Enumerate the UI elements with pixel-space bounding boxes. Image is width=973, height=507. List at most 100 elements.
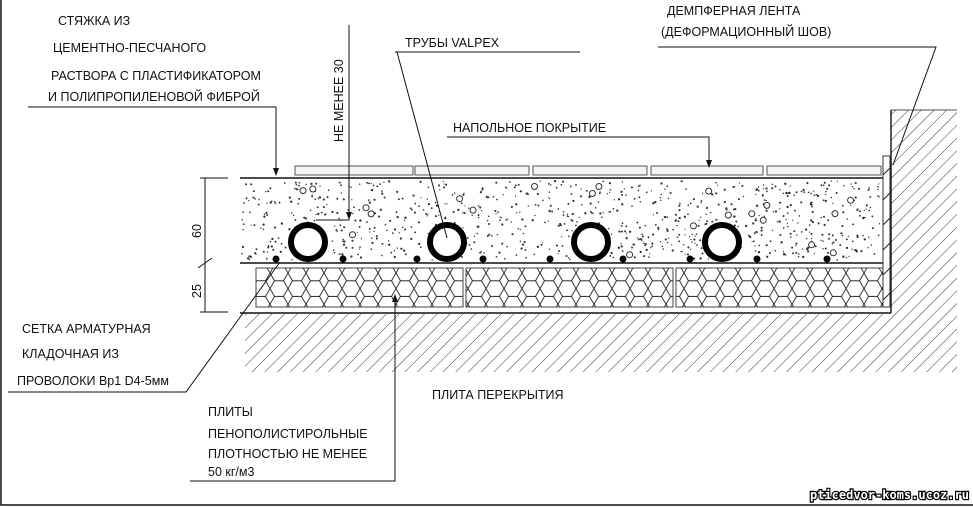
- aggregate-dot: [310, 182, 313, 186]
- aggregate-dot: [815, 193, 818, 196]
- aggregate-dot: [651, 242, 654, 245]
- aggregate-dot: [265, 191, 267, 193]
- aggregate-dot: [262, 223, 265, 226]
- aggregate-dot: [710, 211, 712, 214]
- aggregate-dot: [525, 192, 528, 195]
- aggregate-dot: [366, 221, 368, 224]
- aggregate-dot: [379, 208, 382, 211]
- aggregate-dot: [689, 202, 692, 205]
- aggregate-dot: [327, 189, 330, 192]
- aggregate-dot: [666, 216, 669, 219]
- aggregate-dot: [598, 192, 601, 195]
- aggregate-dot: [641, 240, 643, 242]
- aggregate-dot: [542, 199, 544, 202]
- aggregate-dot: [766, 255, 769, 258]
- aggregate-dot: [705, 213, 707, 216]
- aggregate-dot: [648, 253, 651, 255]
- aggregate-dot: [597, 201, 600, 203]
- aggregate-dot: [317, 212, 320, 216]
- aggregate-dot: [242, 211, 245, 214]
- aggregate-dot: [503, 258, 506, 260]
- aggregate-dot: [257, 203, 260, 206]
- aggregate-dot: [660, 199, 662, 202]
- aggregate-dot: [613, 199, 615, 201]
- aggregate-dot: [630, 186, 633, 189]
- aggregate-dot: [863, 238, 866, 241]
- aggregate-dot: [500, 216, 503, 219]
- aggregate-dot: [825, 190, 827, 193]
- aggregate-dot: [766, 190, 768, 193]
- aggregate-dot: [403, 219, 406, 221]
- aggregate-dot: [664, 188, 666, 190]
- aggregate-dot: [796, 234, 798, 236]
- aggregate-dot: [495, 181, 498, 184]
- aggregate-dot: [313, 219, 316, 222]
- aggregate-dot: [832, 202, 834, 205]
- aggregate-dot: [519, 211, 521, 213]
- aggregate-dot: [760, 229, 763, 232]
- aggregate-dot: [694, 235, 696, 237]
- aggregate-dot: [856, 234, 859, 237]
- watermark: pticedvor-koms.ucoz.ru: [810, 488, 969, 502]
- aggregate-dot: [567, 202, 570, 205]
- aggregate-dot: [771, 187, 774, 190]
- aggregate-dot: [834, 238, 837, 242]
- aggregate-dot: [317, 197, 320, 200]
- aggregate-dot: [561, 245, 564, 247]
- aggregate-dot: [519, 228, 521, 231]
- aggregate-dot: [687, 246, 690, 249]
- aggregate-pebble: [748, 210, 756, 218]
- aggregate-dot: [444, 217, 447, 220]
- aggregate-dot: [414, 202, 417, 205]
- aggregate-dot: [644, 243, 647, 245]
- aggregate-dot: [689, 236, 691, 238]
- aggregate-dot: [854, 249, 857, 252]
- aggregate-dot: [845, 246, 849, 250]
- aggregate-dot: [576, 221, 578, 223]
- aggregate-dot: [519, 240, 522, 243]
- aggregate-dot: [404, 228, 407, 231]
- aggregate-dot: [774, 249, 776, 252]
- aggregate-dot: [827, 219, 830, 222]
- aggregate-dot: [869, 206, 872, 209]
- aggregate-dot: [404, 253, 407, 256]
- aggregate-dot: [494, 209, 497, 212]
- aggregate-dot: [375, 235, 378, 237]
- aggregate-dot: [617, 198, 621, 201]
- aggregate-dot: [426, 198, 428, 200]
- aggregate-dot: [393, 228, 397, 231]
- aggregate-dot: [602, 180, 605, 183]
- aggregate-dot: [685, 188, 687, 190]
- svg-text:СЕТКА АРМАТУРНАЯ: СЕТКА АРМАТУРНАЯ: [22, 322, 151, 336]
- aggregate-dot: [248, 258, 251, 261]
- concrete-slab: [240, 109, 957, 372]
- aggregate-dot: [258, 198, 260, 201]
- aggregate-dot: [678, 240, 681, 243]
- aggregate-dot: [506, 218, 509, 221]
- aggregate-dot: [684, 234, 686, 236]
- aggregate-dot: [610, 251, 613, 255]
- aggregate-dot: [878, 223, 881, 225]
- aggregate-dot: [445, 183, 448, 186]
- aggregate-dot: [851, 240, 854, 243]
- aggregate-dot: [288, 196, 291, 199]
- aggregate-dot: [621, 222, 624, 225]
- aggregate-dot: [738, 182, 741, 184]
- svg-text:ПЛОТНОСТЬЮ НЕ МЕНЕЕ: ПЛОТНОСТЬЮ НЕ МЕНЕЕ: [208, 447, 367, 461]
- aggregate-dot: [620, 225, 623, 227]
- aggregate-dot: [245, 197, 248, 200]
- aggregate-dot: [263, 215, 266, 218]
- aggregate-dot: [402, 249, 406, 252]
- aggregate-dot: [732, 186, 734, 188]
- aggregate-dot: [652, 214, 655, 216]
- aggregate-dot: [343, 240, 346, 243]
- aggregate-dot: [853, 188, 855, 190]
- aggregate-dot: [499, 219, 501, 221]
- mesh-wire: [479, 255, 487, 263]
- aggregate-dot: [510, 205, 513, 208]
- aggregate-dot: [370, 182, 372, 185]
- aggregate-dot: [284, 246, 287, 249]
- aggregate-dot: [463, 192, 465, 194]
- aggregate-dot: [273, 226, 277, 229]
